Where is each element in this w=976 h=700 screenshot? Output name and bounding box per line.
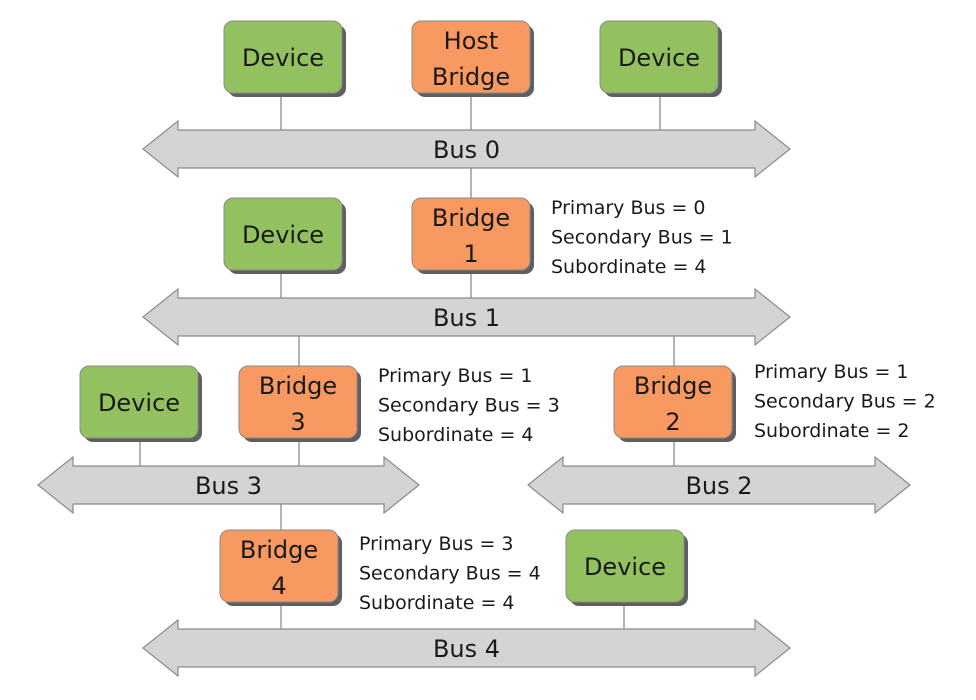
- bridge-info-line: Subordinate = 4: [378, 424, 534, 446]
- bridge-label-line: Bridge: [432, 63, 510, 91]
- bridge-box-shape: [219, 529, 339, 603]
- bridge-label-line: Bridge: [240, 536, 318, 564]
- connector-lines: [139, 93, 675, 629]
- bus-arrow-shape: [37, 455, 420, 515]
- device-d-box: Device: [79, 365, 202, 442]
- device-e-box: Device: [565, 529, 688, 606]
- bus3-label: Bus 3: [195, 472, 262, 500]
- bridge-2-box: Bridge 2: [613, 365, 736, 442]
- bus-group: Bus 0 Bus 1 Bus 3 Bus 2 Bus 4: [37, 119, 911, 678]
- bridge-1-box: Bridge 1: [411, 197, 534, 274]
- bridge-info-line: Secondary Bus = 1: [551, 227, 733, 249]
- bridge-info-line: Subordinate = 4: [359, 592, 515, 614]
- bridge-4-info: Primary Bus = 3 Secondary Bus = 4 Subordin…: [359, 533, 541, 614]
- device-box-shape: [599, 20, 719, 94]
- bridge-1-info: Primary Bus = 0 Secondary Bus = 1 Subordin…: [551, 197, 733, 278]
- bus0-arrow: Bus 0: [142, 119, 791, 179]
- bridge-label-line: 3: [290, 408, 305, 436]
- bridge-box-shape: [411, 20, 531, 94]
- bridge-info-line: Primary Bus = 0: [551, 197, 706, 219]
- device-box-shape: [565, 529, 685, 603]
- bus0-label: Bus 0: [433, 136, 500, 164]
- bridge-box-shape: [411, 197, 531, 271]
- bridge-box-shape: [238, 365, 358, 439]
- bridge-info-line: Subordinate = 4: [551, 256, 707, 278]
- bridge-label-line: 4: [271, 572, 286, 600]
- bridge-label-line: Bridge: [432, 204, 510, 232]
- node-group: DeviceHostBridgeDeviceDeviceBridge1Devic…: [79, 20, 736, 606]
- device-box-shape: [79, 365, 199, 439]
- bridge-info-line: Secondary Bus = 3: [378, 395, 560, 417]
- bus4-label: Bus 4: [433, 635, 500, 663]
- bridge-label-line: Host: [444, 27, 499, 55]
- device-b-box: Device: [599, 20, 722, 97]
- bus-arrow-shape: [142, 119, 791, 179]
- bridge-4-box: Bridge 4: [219, 529, 342, 606]
- bridge-info-line: Primary Bus = 1: [754, 361, 909, 383]
- bus-arrow-shape: [142, 618, 791, 678]
- device-label: Device: [584, 553, 666, 581]
- device-box-shape: [223, 197, 343, 271]
- bridge-box-shape: [613, 365, 733, 439]
- bus2-arrow: Bus 2: [527, 455, 911, 515]
- device-box-shape: [223, 20, 343, 94]
- device-label: Device: [242, 221, 324, 249]
- bus3-arrow: Bus 3: [37, 455, 420, 515]
- bridge-info-group: Primary Bus = 0 Secondary Bus = 1 Subordin…: [359, 197, 936, 614]
- device-label: Device: [98, 389, 180, 417]
- bridge-3-info: Primary Bus = 1 Secondary Bus = 3 Subordin…: [378, 365, 560, 446]
- bridge-info-line: Primary Bus = 1: [378, 365, 533, 387]
- device-c-box: Device: [223, 197, 346, 274]
- bus2-label: Bus 2: [685, 472, 752, 500]
- bus1-label: Bus 1: [433, 304, 500, 332]
- device-label: Device: [242, 44, 324, 72]
- bus1-arrow: Bus 1: [142, 287, 791, 347]
- bridge-label-line: Bridge: [634, 372, 712, 400]
- device-label: Device: [618, 44, 700, 72]
- bridge-label-line: 1: [463, 240, 478, 268]
- bridge-label-line: Bridge: [259, 372, 337, 400]
- bridge-2-info: Primary Bus = 1 Secondary Bus = 2 Subordin…: [754, 361, 936, 442]
- bridge-3-box: Bridge 3: [238, 365, 361, 442]
- bridge-info-line: Secondary Bus = 4: [359, 563, 541, 585]
- bridge-info-line: Subordinate = 2: [754, 420, 910, 442]
- bridge-info-line: Secondary Bus = 2: [754, 391, 936, 413]
- bus-arrow-shape: [527, 455, 911, 515]
- device-a-box: Device: [223, 20, 346, 97]
- bridge-info-line: Primary Bus = 3: [359, 533, 514, 555]
- bridge-label-line: 2: [665, 408, 680, 436]
- bus-arrow-shape: [142, 287, 791, 347]
- bus4-arrow: Bus 4: [142, 618, 791, 678]
